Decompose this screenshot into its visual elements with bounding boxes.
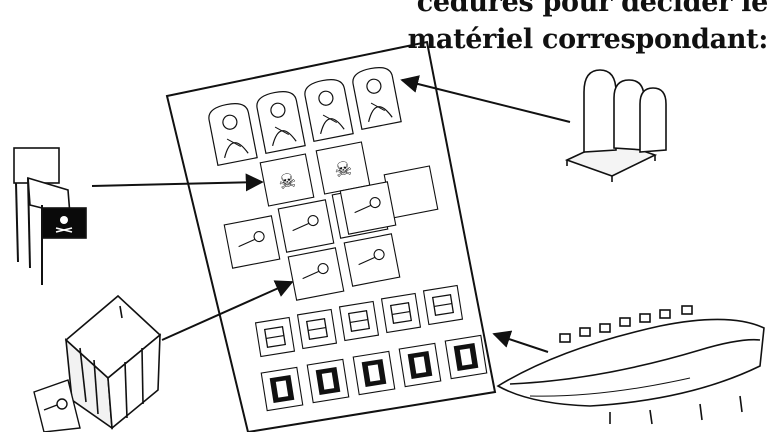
gate-card bbox=[399, 343, 441, 386]
stand-icon bbox=[567, 70, 666, 182]
gate-card bbox=[307, 359, 349, 402]
skull-card: ☠ bbox=[316, 142, 370, 194]
flag-icon bbox=[14, 148, 86, 285]
arrow-ship bbox=[494, 334, 548, 352]
key-card bbox=[278, 200, 334, 252]
ship-card bbox=[298, 310, 337, 349]
gate-card bbox=[445, 335, 487, 378]
ship-card bbox=[256, 318, 295, 357]
caption-line-1: cedures pour décider le bbox=[417, 0, 768, 18]
skull-card: ☠ bbox=[260, 154, 314, 206]
hut-icon bbox=[66, 296, 160, 428]
caption-line-2: matériel correspondant: bbox=[408, 24, 768, 55]
key-card bbox=[340, 182, 396, 234]
key-card bbox=[344, 234, 400, 286]
ship-card bbox=[424, 286, 463, 325]
key-card bbox=[224, 216, 280, 268]
ship-card bbox=[382, 294, 421, 333]
gate-card bbox=[353, 351, 395, 394]
ship-card bbox=[340, 302, 379, 341]
ship-icon bbox=[498, 306, 764, 424]
gate-card bbox=[261, 367, 303, 410]
key-card bbox=[288, 248, 344, 300]
